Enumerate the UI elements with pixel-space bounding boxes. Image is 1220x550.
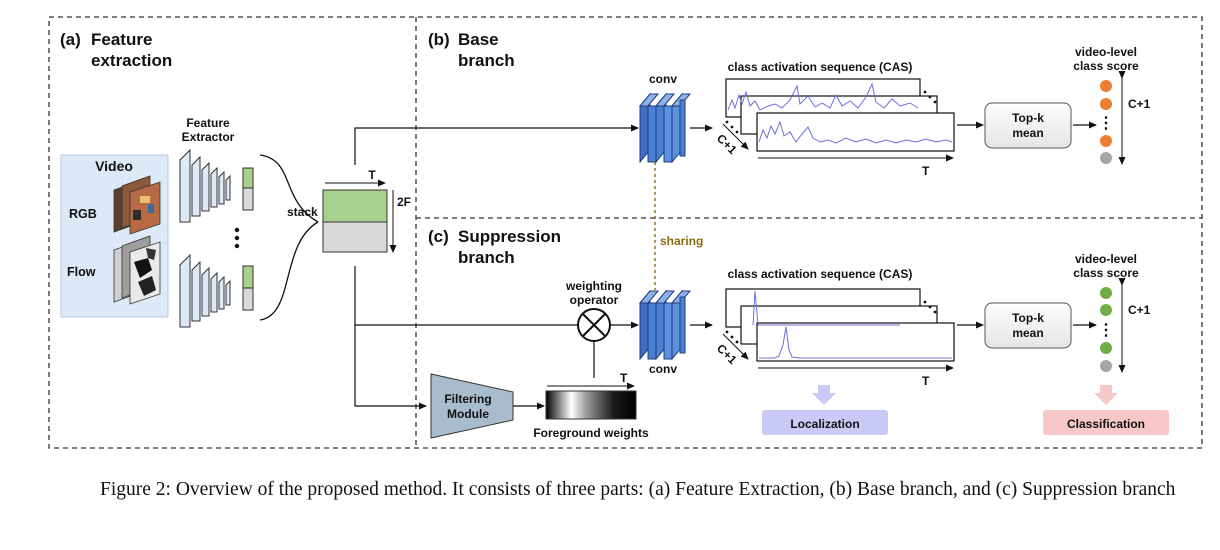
sharing-label: sharing <box>660 234 703 248</box>
weighting-operator-label-2: operator <box>570 293 619 307</box>
score-dot <box>1100 135 1112 147</box>
cas-stack-suppression <box>725 288 955 362</box>
foreground-weights-label: Foreground weights <box>533 426 649 440</box>
score-dot <box>1100 342 1112 354</box>
section-c-title-2: branch <box>458 248 515 267</box>
foreground-t-label: T <box>620 371 628 385</box>
conv-block-base <box>638 92 692 164</box>
feature-extractor-flow <box>179 253 231 328</box>
conv-label-suppression: conv <box>649 362 677 376</box>
stacked-feature-map <box>322 179 397 253</box>
section-b-title-2: branch <box>458 51 515 70</box>
section-c-title-1: Suppression <box>458 227 561 246</box>
score-dots-ellipsis-base: ⋮ <box>1098 115 1114 132</box>
video-title: Video <box>95 158 133 174</box>
classification-down-arrow <box>1094 385 1118 405</box>
feature-connections <box>354 124 639 410</box>
feature-vectors <box>242 167 254 311</box>
localization-down-arrow <box>812 385 836 405</box>
cas-title-suppression: class activation sequence (CAS) <box>728 267 913 281</box>
section-c-tag: (c) <box>428 227 449 246</box>
localization-box <box>762 410 888 435</box>
feature-map-dim-label: 2F <box>397 195 411 209</box>
video-panel: Video RGB Flow <box>60 154 169 318</box>
cas-c-label-suppression: C+1 <box>714 341 740 367</box>
topk-label-base-1: Top-k <box>1012 111 1044 125</box>
weighting-operator-label-1: weighting <box>565 279 622 293</box>
conv-block-suppression <box>638 289 692 361</box>
cas-ellipsis-suppression <box>725 300 937 344</box>
section-b-tag: (b) <box>428 30 450 49</box>
flow-frames <box>113 235 161 305</box>
method-diagram: (a) Feature extraction (b) Base branch (… <box>48 16 1203 449</box>
score-dot <box>1100 304 1112 316</box>
rgb-frames <box>113 175 161 235</box>
score-dots-ellipsis-suppression: ⋮ <box>1098 322 1114 339</box>
flow-label: Flow <box>67 265 96 279</box>
weighting-operator <box>577 308 611 342</box>
cas-title-base: class activation sequence (CAS) <box>728 60 913 74</box>
score-label-suppression-1: video-level <box>1075 252 1137 266</box>
score-label-base-1: video-level <box>1075 45 1137 59</box>
score-dots-base: ⋮ <box>1098 80 1114 164</box>
topk-label-base-2: mean <box>1012 126 1043 140</box>
foreground-weights-bar <box>545 390 637 420</box>
figure-caption: Figure 2: Overview of the proposed metho… <box>100 479 1176 500</box>
cas-ellipsis-base <box>725 90 937 134</box>
topk-box-suppression <box>984 302 1072 349</box>
section-a-tag: (a) <box>60 30 81 49</box>
section-a-title-1: Feature <box>91 30 152 49</box>
cas-c-arrow-suppression <box>722 333 749 360</box>
feature-extractor-label-2: Extractor <box>182 130 235 144</box>
classification-label: Classification <box>1067 417 1145 431</box>
cas-c-arrow-base <box>722 123 749 150</box>
score-c-label-base: C+1 <box>1128 97 1151 111</box>
filtering-module-label-1: Filtering <box>444 392 491 406</box>
cas-c-label-base: C+1 <box>714 131 740 157</box>
conv-label-base: conv <box>649 72 677 86</box>
feature-map-t-label: T <box>368 168 376 182</box>
feature-extractor-rgb <box>179 148 231 223</box>
score-dot <box>1100 287 1112 299</box>
topk-box-base <box>984 102 1072 149</box>
filtering-module <box>430 373 514 439</box>
topk-label-suppression-1: Top-k <box>1012 311 1044 325</box>
stack-label: stack <box>287 205 318 219</box>
score-dot <box>1100 360 1112 372</box>
classification-box <box>1043 410 1169 435</box>
score-dot <box>1100 98 1112 110</box>
rgb-label: RGB <box>69 207 97 221</box>
cas-t-label-base: T <box>922 164 930 178</box>
stack-brace <box>259 154 319 321</box>
section-borders <box>48 16 1203 449</box>
section-b-title-1: Base <box>458 30 499 49</box>
score-label-base-2: class score <box>1073 59 1139 73</box>
score-c-label-suppression: C+1 <box>1128 303 1151 317</box>
score-dots-suppression: ⋮ <box>1098 287 1114 372</box>
score-dot <box>1100 80 1112 92</box>
localization-label: Localization <box>790 417 859 431</box>
filtering-module-label-2: Module <box>447 407 489 421</box>
score-dot <box>1100 152 1112 164</box>
score-label-suppression-2: class score <box>1073 266 1139 280</box>
vertical-ellipsis <box>234 227 240 249</box>
topk-label-suppression-2: mean <box>1012 326 1043 340</box>
cas-t-label-suppression: T <box>922 374 930 388</box>
section-a-title-2: extraction <box>91 51 172 70</box>
feature-extractor-label-1: Feature <box>186 116 230 130</box>
cas-stack-base <box>725 78 955 152</box>
